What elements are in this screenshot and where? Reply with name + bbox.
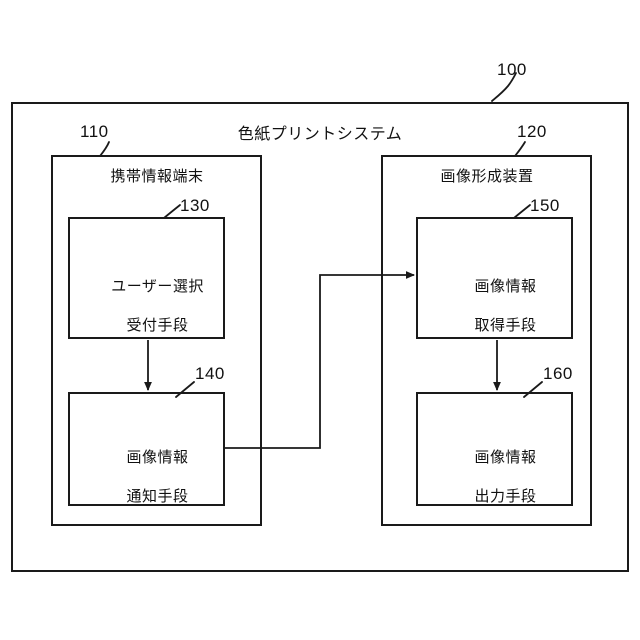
system-boundary-100 xyxy=(11,102,629,572)
arrow-140-to-150 xyxy=(225,271,415,449)
reference-numeral-150: 150 xyxy=(530,196,560,215)
unit-box-160 xyxy=(416,392,573,506)
group-box-120 xyxy=(381,155,592,526)
leader-line-100 xyxy=(491,72,517,102)
leader-line-140 xyxy=(175,381,195,398)
leader-line-130 xyxy=(163,204,181,219)
unit-box-140 xyxy=(68,392,225,506)
system-title: 色紙プリントシステム xyxy=(237,124,403,143)
leader-line-120 xyxy=(514,141,526,157)
unit-label-150: 画像情報 取得手段 xyxy=(453,258,537,354)
leader-line-150 xyxy=(513,204,531,219)
unit-box-150 xyxy=(416,217,573,339)
reference-numeral-100: 100 xyxy=(497,60,527,79)
leader-line-160 xyxy=(523,381,543,398)
unit-label-150-line1: 画像情報 xyxy=(474,277,537,296)
reference-numeral-160: 160 xyxy=(543,364,573,383)
group-label-120: 画像形成装置 xyxy=(440,167,534,185)
reference-numeral-130: 130 xyxy=(180,196,210,215)
group-box-110 xyxy=(51,155,262,526)
unit-label-130-line1: ユーザー選択 xyxy=(111,277,204,296)
unit-label-140-line2: 通知手段 xyxy=(126,486,189,505)
group-label-110: 携帯情報端末 xyxy=(110,167,204,185)
unit-label-130: ユーザー選択 受付手段 xyxy=(90,258,204,354)
unit-label-160: 画像情報 出力手段 xyxy=(453,429,537,525)
unit-label-160-line1: 画像情報 xyxy=(474,448,537,467)
reference-numeral-140: 140 xyxy=(195,364,225,383)
unit-label-140: 画像情報 通知手段 xyxy=(105,429,189,525)
unit-label-130-line2: 受付手段 xyxy=(126,315,189,334)
unit-box-130 xyxy=(68,217,225,339)
unit-label-160-line2: 出力手段 xyxy=(474,486,537,505)
reference-numeral-120: 120 xyxy=(517,122,547,141)
unit-label-150-line2: 取得手段 xyxy=(474,315,537,334)
reference-numeral-110: 110 xyxy=(80,122,109,141)
leader-line-110 xyxy=(99,141,110,157)
unit-label-140-line1: 画像情報 xyxy=(126,448,189,467)
